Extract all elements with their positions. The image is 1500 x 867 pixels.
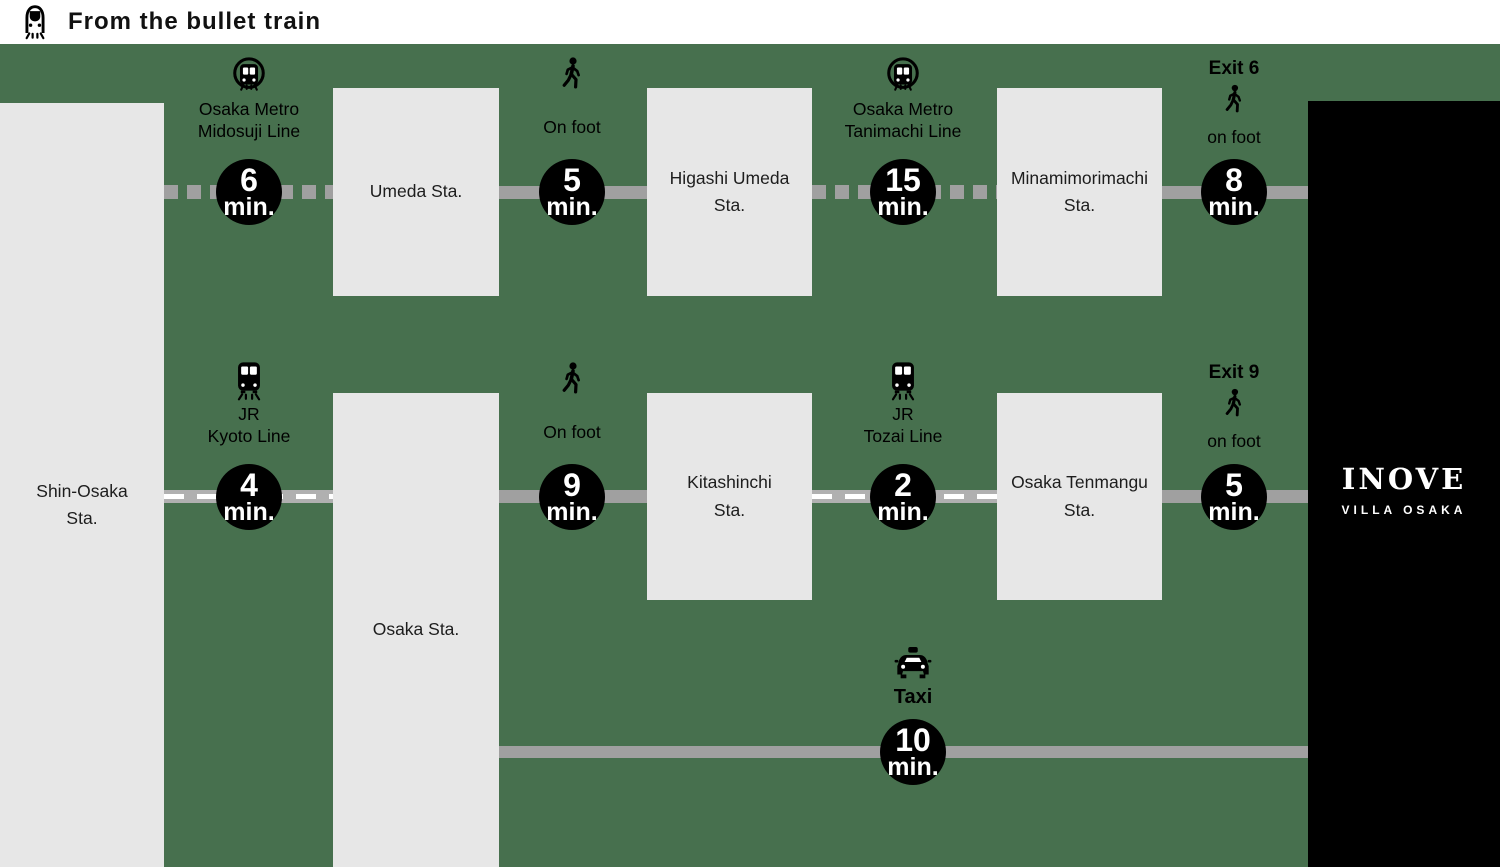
duration-value: 15	[885, 161, 921, 198]
duration-value: 9	[563, 466, 581, 503]
station-box-shin-osaka: Shin-Osaka Sta.	[0, 103, 164, 867]
route1-leg4-duration-badge: 8 min.	[1201, 159, 1267, 225]
jr-train-icon	[887, 361, 920, 403]
destination-logo-subtitle: VILLA OSAKA	[1341, 502, 1467, 517]
duration-unit: min.	[877, 192, 929, 221]
destination-logo: INOVE	[1341, 461, 1467, 496]
route1-leg3-duration-badge: 15 min.	[870, 159, 936, 225]
route2-leg1-line-label: JR Kyoto Line	[207, 404, 291, 446]
route1-leg2-mode-label: On foot	[543, 117, 601, 137]
walking-person-icon	[1223, 84, 1246, 116]
duration-unit: min.	[877, 497, 929, 526]
duration-unit: min.	[546, 497, 598, 526]
duration-unit: min.	[223, 497, 275, 526]
duration-value: 6	[240, 161, 258, 198]
duration-value: 4	[240, 466, 258, 503]
walking-person-icon	[559, 56, 585, 93]
duration-value: 8	[1225, 161, 1243, 198]
route2-leg2-duration-badge: 9 min.	[539, 464, 605, 530]
route1-leg4-mode-label: on foot	[1207, 127, 1261, 147]
walking-person-icon	[559, 361, 585, 398]
page-title: From the bullet train	[68, 8, 322, 35]
route2-leg4-duration-badge: 5 min.	[1201, 464, 1267, 530]
station-box-osaka-tenmangu: Osaka Tenmangu Sta.	[997, 393, 1162, 600]
duration-value: 5	[563, 161, 581, 198]
taxi-icon	[889, 646, 937, 684]
duration-value: 2	[894, 466, 912, 503]
station-box-umeda: Umeda Sta.	[333, 88, 499, 296]
duration-value: 5	[1225, 466, 1243, 503]
walking-person-icon	[1223, 388, 1246, 420]
route2-leg1-duration-badge: 4 min.	[216, 464, 282, 530]
destination-box: INOVE VILLA OSAKA	[1308, 101, 1500, 867]
duration-value: 10	[895, 721, 931, 758]
route2-leg4-mode-label: on foot	[1207, 431, 1261, 451]
route2-leg4-exit-label: Exit 9	[1208, 362, 1260, 383]
jr-train-icon	[233, 361, 266, 403]
route1-leg1-duration-badge: 6 min.	[216, 159, 282, 225]
station-box-minamimorimachi: Minamimorimachi Sta.	[997, 88, 1162, 296]
station-box-kitashinchi: Kitashinchi Sta.	[647, 393, 812, 600]
bullet-train-icon	[18, 2, 52, 42]
station-box-higashi-umeda: Higashi Umeda Sta.	[647, 88, 812, 296]
duration-unit: min.	[1208, 192, 1260, 221]
duration-unit: min.	[887, 752, 939, 781]
station-box-osaka: Osaka Sta.	[333, 393, 499, 867]
duration-unit: min.	[546, 192, 598, 221]
taxi-mode-label: Taxi	[893, 686, 933, 708]
route1-leg1-line-label: Osaka Metro Midosuji Line	[197, 99, 301, 141]
route2-leg3-duration-badge: 2 min.	[870, 464, 936, 530]
route2-leg3-line-label: JR Tozai Line	[863, 404, 943, 446]
duration-unit: min.	[1208, 497, 1260, 526]
header: From the bullet train	[0, 0, 1500, 44]
route1-leg2-duration-badge: 5 min.	[539, 159, 605, 225]
taxi-duration-badge: 10 min.	[880, 719, 946, 785]
metro-icon	[230, 56, 268, 96]
route1-leg3-line-label: Osaka Metro Tanimachi Line	[844, 99, 962, 141]
duration-unit: min.	[223, 192, 275, 221]
metro-icon	[884, 56, 922, 96]
route1-leg4-exit-label: Exit 6	[1208, 58, 1260, 79]
route2-leg2-mode-label: On foot	[543, 422, 601, 442]
